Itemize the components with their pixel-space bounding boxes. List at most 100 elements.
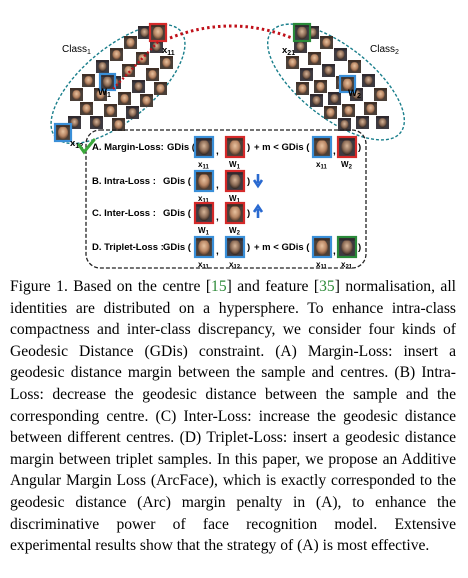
pair-label-c: x11 [316,160,327,171]
comma: , [216,146,219,157]
class1-face [96,60,109,73]
pair-face-a [193,201,215,225]
w2-label: W2 [348,88,361,100]
w2-face [338,74,357,94]
gdis-close: ) [247,208,250,219]
caption-text-1: Figure 1. Based on the centre [ [10,278,212,295]
class1-face [124,36,137,49]
class1-face [70,88,83,101]
class1-face [90,116,103,129]
x21-face [292,22,312,43]
caption-text-3: ] normalisation, all identities are dist… [10,278,456,555]
arrow-up-icon [252,203,264,218]
gdis-open: GDis ( [163,208,192,219]
pair-label-d: x21 [341,260,353,270]
pair-face-b [224,235,246,259]
gdis-close: ) [358,242,361,253]
class2-face [362,74,375,87]
gdis-close: ) [247,142,250,153]
pair-face-b [224,135,246,159]
comma: , [333,246,336,257]
class2-face [356,116,369,129]
margin-relation: + m < GDis ( [254,142,310,153]
w1-face [98,72,117,92]
class1-label: Class1 [62,44,91,56]
class2-face [348,60,361,73]
inter-class-arc [169,24,293,40]
caption-text-2: ] and feature [ [226,278,320,295]
class1-face [80,102,93,115]
figure-diagram: Class1 Class2 x11 W1 x12 x21 W2 A. Margi… [0,0,468,270]
gdis-open: GDis ( [167,142,196,153]
class1-face [154,82,167,95]
check-icon [77,138,96,155]
class2-face [320,36,333,49]
comma: , [216,246,219,257]
class2-face [314,80,327,93]
x11-label: x11 [162,45,175,57]
class2-face [374,88,387,101]
class2-face [300,68,313,81]
class1-face [122,64,135,77]
pair-label-b: W1 [229,160,241,171]
pair-label-a: W1 [198,226,210,237]
class1-faces [53,22,173,143]
class1-face [104,104,117,117]
figure-caption: Figure 1. Based on the centre [15] and f… [10,276,456,557]
w1-label: W1 [98,87,111,99]
x12-face [53,122,73,143]
class2-ellipse [266,23,406,141]
class2-face [328,92,341,105]
class2-face [296,82,309,95]
pair-label-b: x12 [229,260,241,270]
class1-face [118,92,131,105]
gdis-open: GDis ( [163,176,192,187]
gdis-close: ) [247,176,250,187]
pair-face-c [311,135,333,159]
class1-face [160,56,173,69]
margin-relation: + m < GDis ( [254,242,310,253]
pair-label-b: W1 [229,194,241,205]
comma: , [333,146,336,157]
intra-class-line [111,41,159,91]
pair-face-c [311,235,333,259]
pair-face-b [224,201,246,225]
class1-face [82,74,95,87]
gdis-open: GDis ( [163,242,192,253]
citation-link-15[interactable]: 15 [211,278,227,295]
class2-label: Class2 [370,44,399,56]
class2-face [308,52,321,65]
pair-label-b: W2 [229,226,241,237]
pair-face-d [336,235,358,259]
gdis-close: ) [247,242,250,253]
arrow-down-icon [252,174,264,189]
class1-face [110,48,123,61]
pair-face-a [193,135,215,159]
x21-label: x21 [282,45,295,57]
class2-face [376,116,389,129]
pair-face-b [224,169,246,193]
class1-face [146,68,159,81]
class2-face [334,48,347,61]
class1-face [138,26,151,39]
class2-face [286,56,299,69]
class2-face [322,64,335,77]
class1-face [132,80,145,93]
pair-label-d: W2 [341,160,353,171]
loss-panel-frame [85,129,367,269]
class1-cluster [50,22,186,145]
pair-label-a: x11 [198,260,209,270]
x11-face [148,22,168,43]
citation-link-35[interactable]: 35 [319,278,335,295]
comma: , [216,212,219,223]
pair-label-a: x11 [198,160,209,171]
class2-face [324,106,337,119]
class2-face [364,102,377,115]
class2-face [338,118,351,131]
class1-face [126,106,139,119]
